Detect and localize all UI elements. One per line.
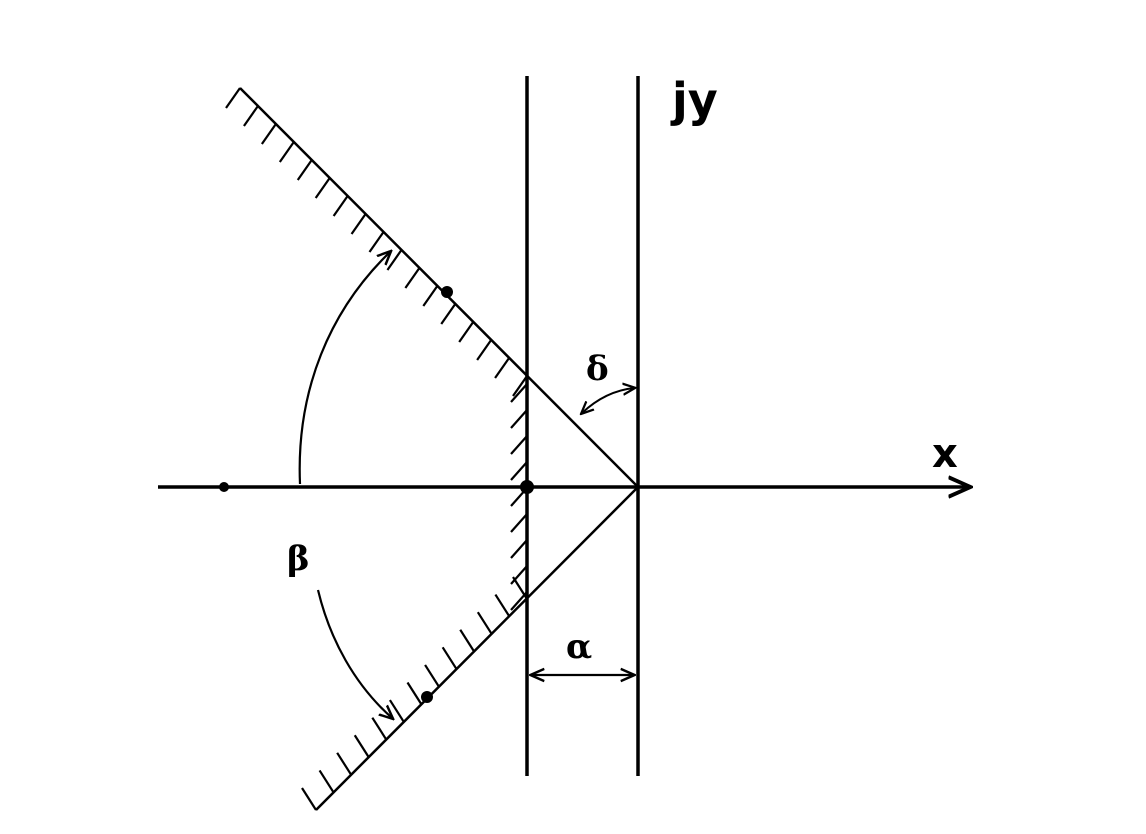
delta-arc: [582, 388, 634, 413]
alpha-label: α: [566, 627, 592, 667]
hatch-tick: [512, 375, 528, 397]
hatch-tick: [510, 539, 528, 559]
hatch-tick: [459, 629, 476, 653]
hatch-tick: [350, 213, 367, 235]
hatch-tick: [510, 565, 528, 585]
hatch-tick: [494, 357, 510, 379]
hatch-tick: [441, 646, 458, 670]
point-at-origin: [520, 480, 534, 494]
hatch-tick: [388, 699, 405, 723]
hatch-tick: [476, 611, 493, 635]
hatch-tick: [225, 87, 241, 109]
hatch-tick: [440, 303, 457, 325]
hatch-tick: [510, 591, 528, 611]
hatch-tick: [422, 285, 439, 307]
hatch-tick: [301, 787, 317, 811]
hatch-tick: [510, 409, 528, 429]
hatch-tick: [386, 249, 403, 271]
hatch-tick: [424, 664, 441, 688]
beta-arc-lower: [316, 589, 392, 718]
x-axis-label: x: [932, 431, 958, 477]
hatch-tick: [278, 141, 295, 163]
hatch-tick: [510, 383, 528, 403]
beta-arc-upper: [298, 252, 390, 485]
hatch-tick: [318, 769, 335, 794]
point-on-upper-line: [441, 286, 453, 298]
hatch-tick: [476, 339, 493, 361]
hatch-tick: [336, 752, 353, 776]
point-on-x-axis-left: [219, 482, 229, 492]
jy-axis-label: jy: [670, 73, 718, 127]
hatch-tick: [404, 267, 421, 289]
hatch-tick: [494, 593, 511, 618]
point-on-lower-line: [421, 691, 433, 703]
hatch-tick: [458, 321, 475, 343]
hatch-tick: [332, 195, 349, 217]
vertical-boundary-hatching: [510, 383, 528, 611]
hatch-tick: [260, 123, 277, 145]
hatch-tick: [296, 159, 313, 181]
delta-label: δ: [586, 349, 609, 389]
upper-boundary-hatching: [225, 87, 528, 397]
hatch-tick: [510, 435, 528, 455]
lower-boundary-line: [315, 486, 639, 811]
hatch-tick: [371, 717, 388, 741]
upper-boundary-line: [239, 87, 639, 488]
hatch-tick: [510, 513, 528, 533]
hatch-tick: [368, 231, 385, 253]
hatch-tick: [314, 177, 331, 199]
hatch-tick: [243, 105, 259, 127]
hatch-tick: [353, 734, 370, 758]
beta-label: β: [287, 539, 310, 579]
lower-boundary-hatching: [301, 576, 528, 811]
hatch-tick: [510, 461, 528, 481]
hatch-tick: [406, 681, 423, 706]
